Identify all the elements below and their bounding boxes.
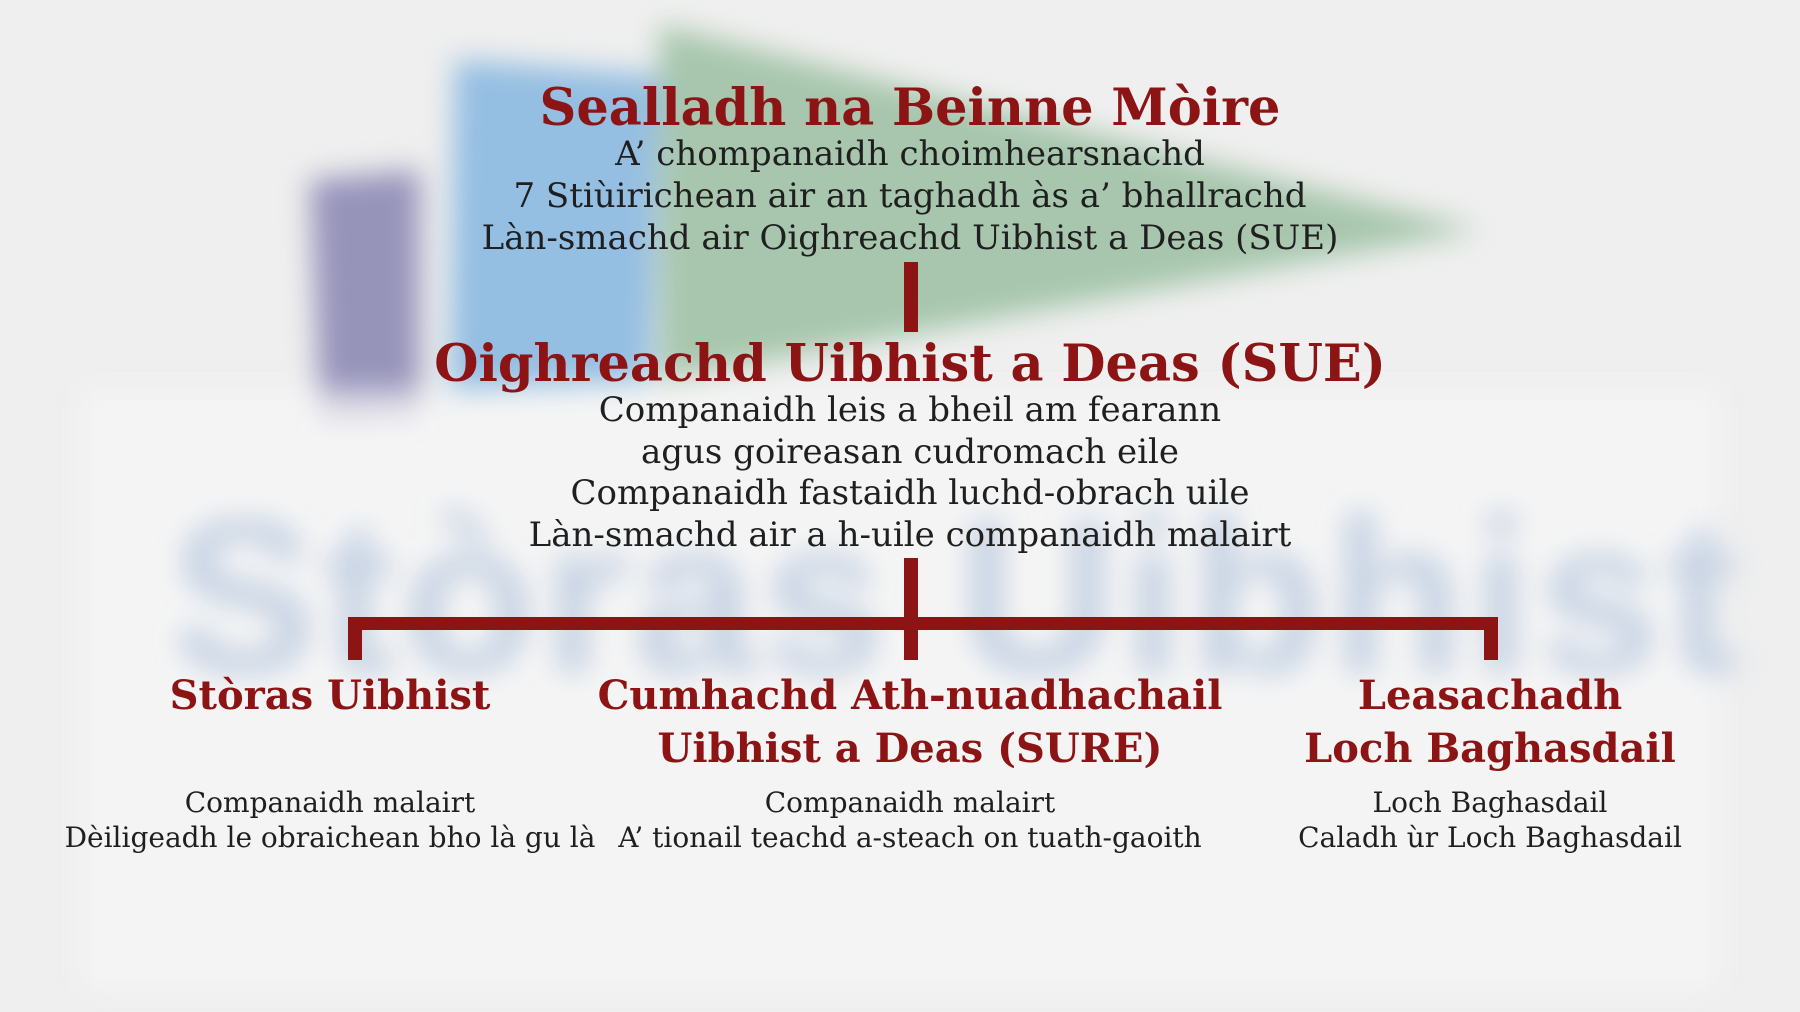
top-node-line: Làn-smachd air Oighreachd Uibhist a Deas… (481, 218, 1339, 258)
child-node-title: Uibhist a Deas (SURE) (657, 725, 1163, 772)
child-node-line: Caladh ùr Loch Baghasdail (1298, 821, 1682, 854)
top-node-line: A’ chompanaidh choimhearsnachd (615, 134, 1205, 174)
child-node-title: Stòras Uibhist (169, 672, 491, 719)
child-node-line: Loch Baghasdail (1372, 786, 1608, 819)
middle-node-line: Companaidh fastaidh luchd-obrach uile (570, 473, 1250, 513)
child-node-line: Companaidh malairt (764, 786, 1056, 819)
connector-to-child-right (1484, 617, 1498, 660)
child-node-line: A’ tionail teachd a-steach on tuath-gaoi… (618, 821, 1202, 854)
child-node-title: Cumhachd Ath-nuadhachail (597, 672, 1223, 719)
middle-node-line: Làn-smachd air a h-uile companaidh malai… (528, 515, 1292, 555)
connector-horizontal-bar (348, 617, 1498, 630)
middle-node-title: Oighreachd Uibhist a Deas (SUE) (434, 334, 1386, 394)
connector-to-child-left (348, 617, 362, 660)
connector-middle-stem (904, 558, 918, 660)
child-node-title: Loch Baghasdail (1304, 725, 1676, 772)
child-node-title: Leasachadh (1357, 672, 1623, 719)
child-node-line: Companaidh malairt (184, 786, 476, 819)
child-node-line: Dèiligeadh le obraichean bho là gu là (64, 821, 596, 854)
top-node-title: Sealladh na Beinne Mòire (539, 78, 1281, 138)
top-node-line: 7 Stiùirichean air an taghadh às a’ bhal… (513, 176, 1307, 216)
connector-top-to-middle (904, 262, 918, 332)
background-logo-text: Stòras Uibhist (170, 473, 1746, 719)
middle-node-line: Companaidh leis a bheil am fearann (598, 390, 1222, 430)
middle-node-line: agus goireasan cudromach eile (640, 432, 1180, 472)
